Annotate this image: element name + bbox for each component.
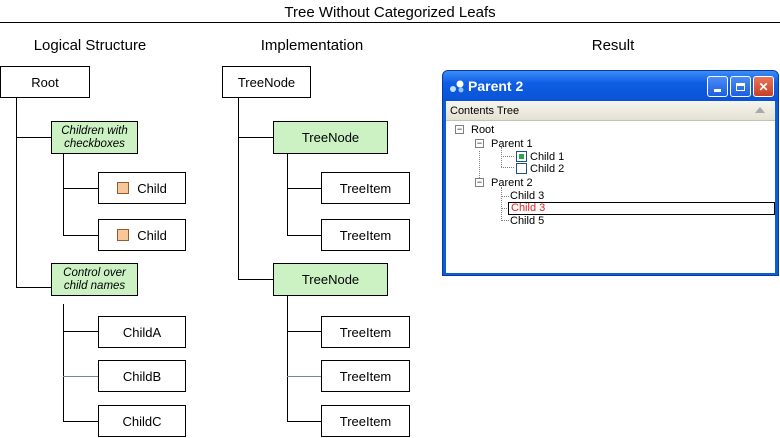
tree-guide (501, 156, 514, 157)
impl-treenode: TreeNode (273, 121, 388, 154)
tree-item-child5[interactable]: Child 5 (510, 215, 545, 227)
connector (16, 287, 51, 288)
tree-item-child2[interactable]: Child 2 (530, 163, 565, 175)
section-implementation-heading: Implementation (260, 37, 364, 54)
connector (238, 98, 239, 279)
tree-guide (501, 220, 509, 221)
window-title: Parent 2 (468, 78, 524, 94)
logical-childC-node: ChildC (98, 405, 186, 437)
result-window[interactable]: Parent 2 ✕ Contents Tree − Root − Parent (442, 70, 779, 276)
connector (63, 331, 98, 332)
connector (287, 331, 321, 332)
tree-checkbox-child1[interactable] (516, 151, 527, 162)
diagram-title: Tree Without Categorized Leafs (284, 4, 496, 21)
tree-item-root[interactable]: Root (471, 124, 495, 136)
minimize-icon (714, 89, 721, 92)
minimize-button[interactable] (707, 76, 728, 97)
connector (63, 304, 64, 421)
logical-child-node: Child (98, 219, 186, 251)
connector (287, 421, 321, 422)
maximize-icon (736, 82, 745, 91)
tree-item-child1[interactable]: Child 1 (530, 151, 565, 163)
title-divider (0, 22, 780, 23)
connector (287, 235, 321, 236)
expander-icon[interactable]: − (475, 138, 484, 148)
impl-root-treenode: TreeNode (222, 66, 311, 98)
connector (63, 235, 98, 236)
logical-root-node: Root (0, 66, 90, 98)
connector (63, 154, 64, 235)
tree-guide (479, 151, 480, 182)
tree-guide (501, 196, 509, 197)
impl-treeitem: TreeItem (321, 405, 410, 437)
tree-item-parent1[interactable]: Parent 1 (491, 138, 533, 150)
impl-treeitem: TreeItem (321, 172, 410, 204)
connector (287, 376, 321, 377)
checkbox-icon (117, 229, 130, 241)
logical-child-node: Child (98, 172, 186, 204)
impl-treenode: TreeNode (273, 263, 388, 296)
connector (287, 296, 288, 421)
section-logical-heading: Logical Structure (33, 37, 147, 54)
close-icon: ✕ (758, 79, 769, 94)
maximize-button[interactable] (730, 76, 751, 97)
connector (238, 137, 273, 138)
app-icon (450, 80, 464, 93)
connector (16, 137, 51, 138)
sort-arrow-icon (755, 107, 765, 113)
impl-treeitem: TreeItem (321, 316, 410, 348)
tree-item-child3[interactable]: Child 3 (510, 190, 545, 202)
tree-guide (501, 208, 509, 209)
tree-guide (501, 187, 502, 219)
expander-icon[interactable]: − (455, 124, 464, 134)
connector (63, 376, 98, 377)
logical-group-checkboxes: Children with checkboxes (51, 121, 138, 154)
tree-column-header[interactable]: Contents Tree (446, 101, 775, 121)
connector (238, 279, 273, 280)
window-titlebar[interactable]: Parent 2 ✕ (443, 71, 778, 101)
connector (287, 188, 321, 189)
connector (16, 98, 17, 287)
impl-treeitem: TreeItem (321, 360, 410, 392)
logical-group-child-names: Control over child names (51, 263, 138, 296)
column-header-label: Contents Tree (450, 105, 520, 117)
expander-icon[interactable]: − (475, 177, 484, 187)
connector (287, 154, 288, 235)
tree-checkbox-child2[interactable] (516, 163, 527, 174)
tree-item-parent2[interactable]: Parent 2 (491, 177, 533, 189)
tree-guide (501, 147, 502, 167)
tree-item-edit-field[interactable]: Child 3 (508, 202, 775, 215)
checkbox-icon (117, 182, 130, 194)
close-button[interactable]: ✕ (753, 76, 774, 97)
tree-guide (501, 167, 514, 168)
logical-childA-node: ChildA (98, 316, 186, 348)
tree-panel: Contents Tree − Root − Parent 1 Child 1 … (446, 101, 775, 273)
connector (63, 421, 98, 422)
logical-childB-node: ChildB (98, 360, 186, 392)
impl-treeitem: TreeItem (321, 219, 410, 251)
connector (63, 188, 98, 189)
section-result-heading: Result (591, 37, 635, 54)
